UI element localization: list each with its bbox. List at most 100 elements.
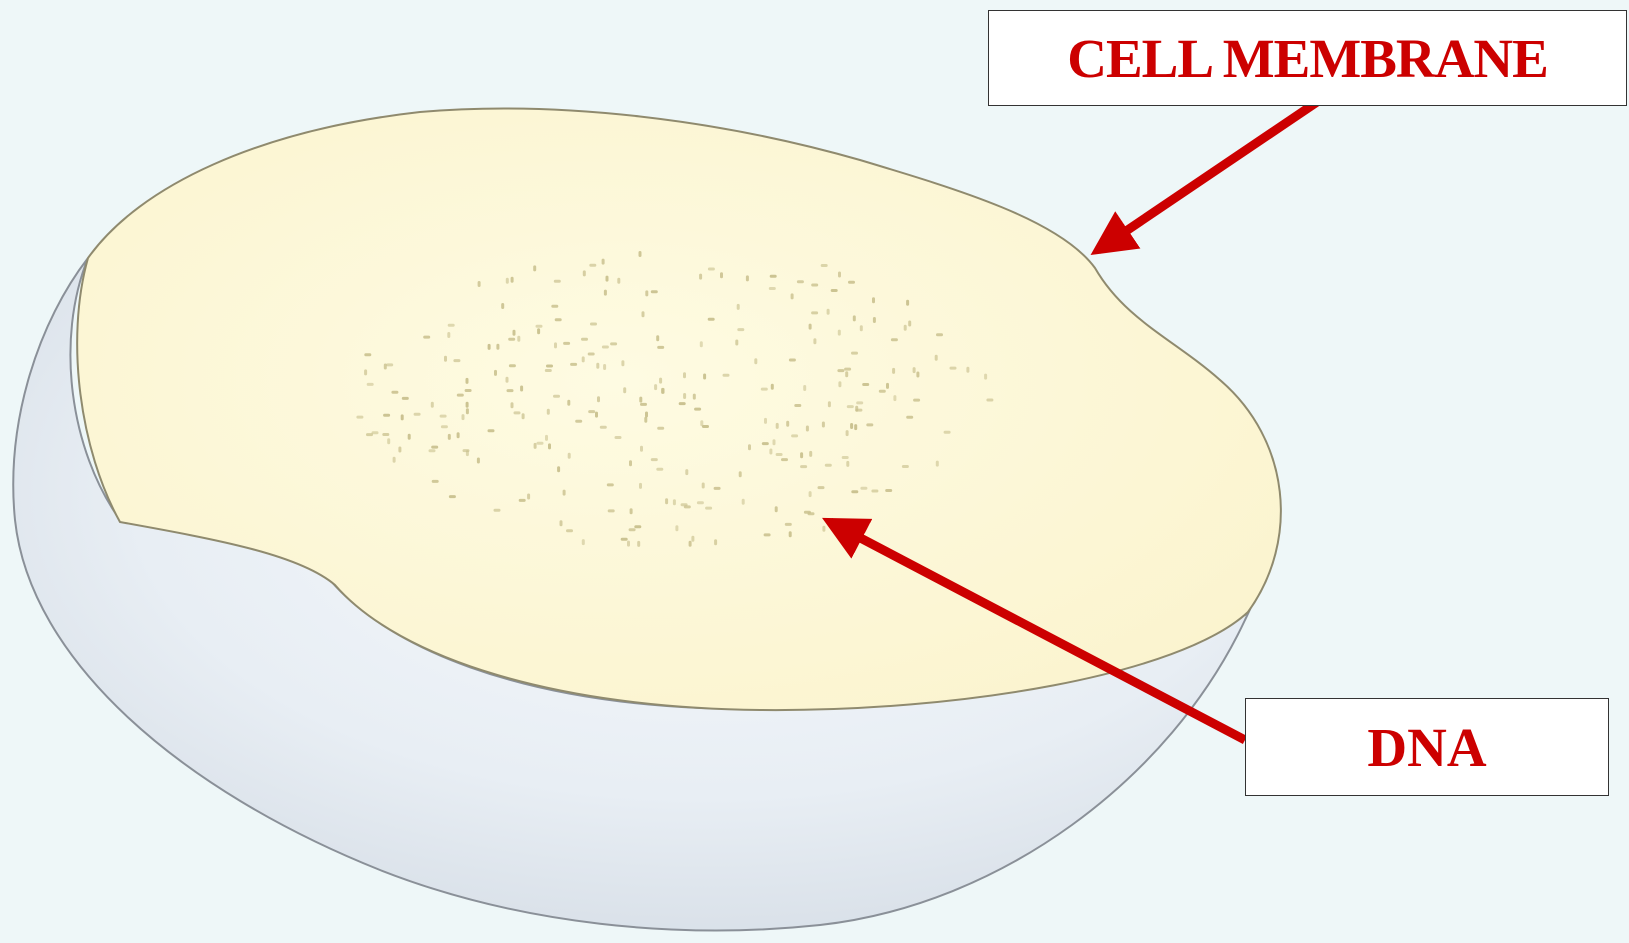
dna-dot xyxy=(789,359,796,362)
dna-dot xyxy=(885,489,892,492)
dna-dot xyxy=(685,469,688,475)
dna-dot xyxy=(440,415,447,418)
dna-dot xyxy=(423,336,430,339)
dna-dot xyxy=(845,371,848,377)
dna-dot xyxy=(886,383,889,389)
dna-dot xyxy=(913,367,916,373)
dna-dot xyxy=(797,280,804,283)
dna-dot xyxy=(511,402,514,408)
dna-dot xyxy=(448,434,451,440)
dna-dot xyxy=(640,446,643,452)
dna-dot xyxy=(775,506,778,512)
dna-dot xyxy=(621,538,628,541)
dna-dot xyxy=(689,541,692,547)
dna-dot xyxy=(702,483,705,489)
dna-dot xyxy=(708,268,715,271)
dna-dot xyxy=(769,449,772,455)
dna-dot xyxy=(838,272,841,278)
dna-dot xyxy=(444,356,447,362)
dna-dot xyxy=(603,364,606,370)
dna-dot xyxy=(398,447,401,453)
dna-dot xyxy=(554,342,557,348)
dna-dot xyxy=(615,436,622,439)
dna-dot xyxy=(866,423,873,426)
dna-dot xyxy=(637,541,640,547)
dna-dot xyxy=(748,444,751,450)
dna-dot xyxy=(634,525,641,528)
dna-dot xyxy=(850,423,853,429)
dna-dot xyxy=(846,430,849,436)
dna-dot xyxy=(936,461,939,467)
dna-dot xyxy=(554,280,561,283)
dna-dot xyxy=(794,404,801,407)
dna-dot xyxy=(785,523,792,526)
dna-dot xyxy=(851,490,858,493)
dna-dot xyxy=(560,520,563,526)
dna-dot xyxy=(773,439,776,445)
dna-dot xyxy=(828,401,831,407)
dna-dot xyxy=(545,435,548,441)
dna-dot xyxy=(537,328,540,334)
dna-dot xyxy=(811,311,818,314)
dna-dot xyxy=(494,509,501,512)
dna-dot xyxy=(657,427,664,430)
dna-dot xyxy=(401,414,404,420)
dna-dot xyxy=(457,394,464,397)
dna-dot xyxy=(791,293,794,299)
dna-dot xyxy=(372,431,379,434)
dna-dot xyxy=(665,498,668,504)
dna-dot xyxy=(821,264,828,267)
dna-dot xyxy=(645,412,648,418)
dna-dot xyxy=(568,453,571,459)
dna-dot xyxy=(735,340,738,346)
dna-dot xyxy=(408,434,411,440)
dna-dot xyxy=(627,541,630,547)
dna-dot xyxy=(684,505,691,508)
dna-dot xyxy=(679,402,686,405)
dna-dot xyxy=(522,413,525,419)
dna-dot xyxy=(555,318,562,321)
dna-dot xyxy=(657,346,664,349)
dna-dot xyxy=(776,453,783,456)
dna-dot xyxy=(506,377,509,383)
dna-dot xyxy=(466,408,469,414)
dna-dot xyxy=(764,418,767,424)
dna-dot xyxy=(699,274,702,280)
dna-dot xyxy=(508,338,515,341)
dna-dot xyxy=(383,414,390,417)
dna-dot xyxy=(608,509,615,512)
membrane-arrow-icon xyxy=(1098,100,1320,250)
dna-dot xyxy=(656,468,663,471)
dna-dot xyxy=(853,315,856,321)
dna-dot xyxy=(507,389,514,392)
dna-dot xyxy=(761,388,768,391)
dna-dot xyxy=(602,346,609,349)
dna-dot xyxy=(769,287,776,290)
dna-dot xyxy=(429,449,436,452)
dna-dot xyxy=(697,501,704,504)
dna-dot xyxy=(453,359,460,362)
dna-dot xyxy=(944,431,951,434)
dna-dot xyxy=(811,284,818,287)
dna-dot xyxy=(651,458,658,461)
dna-dot xyxy=(902,465,909,468)
dna-dot xyxy=(856,401,863,404)
dna-dot xyxy=(551,305,558,308)
dna-dot xyxy=(356,416,363,419)
dna-dot xyxy=(700,420,703,426)
dna-dot xyxy=(566,529,573,532)
dna-dot xyxy=(908,321,911,327)
dna-dot xyxy=(693,394,696,400)
dna-dot xyxy=(847,405,854,408)
dna-dot xyxy=(844,368,851,371)
dna-dot xyxy=(838,381,841,387)
dna-dot xyxy=(602,259,605,265)
dna-dot xyxy=(822,526,825,532)
dna-dot xyxy=(659,378,662,384)
dna-dot xyxy=(822,422,825,428)
dna-dot xyxy=(364,369,367,375)
dna-dot xyxy=(519,499,526,502)
dna-dot xyxy=(448,324,455,327)
dna-dot xyxy=(891,338,898,341)
dna-dot xyxy=(705,507,712,510)
